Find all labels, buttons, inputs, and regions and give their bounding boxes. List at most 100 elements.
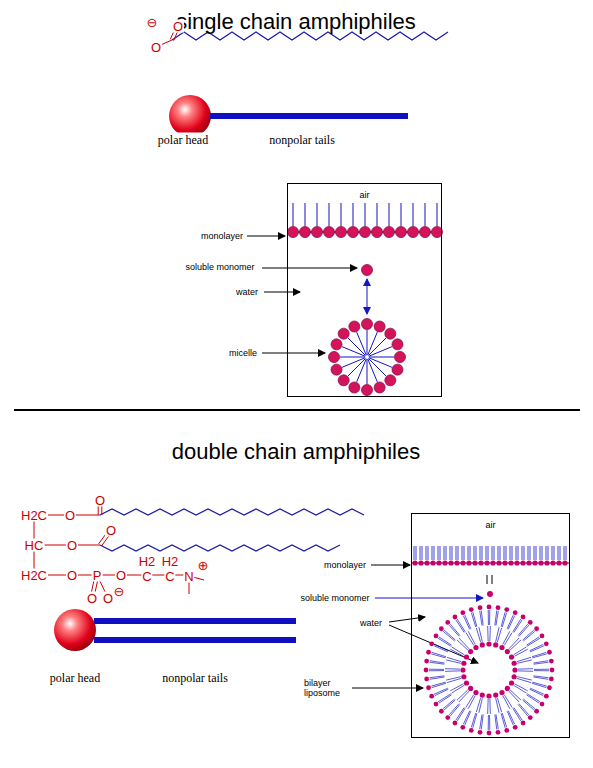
head-circle <box>426 650 431 655</box>
head-circle <box>349 382 360 393</box>
hydrocarbon-chain <box>100 545 340 551</box>
tail-line <box>426 546 427 560</box>
head-circle <box>424 677 429 682</box>
head-circle <box>469 728 474 733</box>
head-circle <box>538 560 543 565</box>
tail-line <box>487 699 488 714</box>
tail-line <box>518 624 528 635</box>
tail-line <box>444 700 455 710</box>
head-circle <box>496 560 501 565</box>
atom-symbol: O <box>66 569 78 582</box>
tail-line <box>527 638 540 646</box>
tail-line <box>509 691 519 702</box>
head-circle <box>445 620 450 625</box>
tail-line <box>514 620 522 633</box>
tail-line <box>552 546 553 560</box>
tail-line <box>508 616 514 630</box>
tail-line <box>492 546 493 560</box>
nonpolar-tail-bar <box>94 618 296 624</box>
leader-arrow <box>375 598 483 599</box>
head-circle <box>362 385 373 396</box>
tail-line <box>510 546 511 560</box>
tail-line <box>447 678 461 682</box>
leader-arrow <box>352 688 423 689</box>
heading: double chain amphiphiles <box>172 439 420 465</box>
tail-line <box>439 637 452 645</box>
tail-line <box>515 649 528 656</box>
head-circle <box>412 560 417 565</box>
tail-line <box>452 546 453 560</box>
tail-line <box>530 689 544 695</box>
tail-line <box>533 677 548 679</box>
part-label: polar head <box>156 133 210 148</box>
tail-line <box>513 708 521 721</box>
tail-line <box>523 699 534 709</box>
head-circle <box>385 375 396 386</box>
tail-line <box>554 546 555 560</box>
tail-line <box>517 678 531 682</box>
head-circle <box>547 650 552 655</box>
tail-line <box>496 627 499 642</box>
tail-line <box>566 546 567 560</box>
head-circle <box>550 668 555 673</box>
tail-line <box>425 203 426 226</box>
tail-line <box>482 546 483 560</box>
equilibrium-arrow <box>367 279 368 314</box>
head-circle <box>464 680 469 685</box>
head-circle <box>496 605 501 610</box>
tail-line <box>456 546 457 560</box>
tail-line <box>452 647 465 655</box>
tail-line <box>377 203 378 226</box>
tail-line <box>293 203 294 226</box>
atom-symbol: O <box>94 494 106 507</box>
head-circle <box>329 352 340 363</box>
head-circle <box>544 641 549 646</box>
head-circle <box>521 721 526 726</box>
charge-sign: ⊕ <box>197 559 210 572</box>
soluble-monomer <box>362 265 373 276</box>
tail-line <box>445 670 460 671</box>
head-circle <box>521 615 526 620</box>
tail-line <box>523 700 534 710</box>
head-circle <box>509 654 514 659</box>
head-circle <box>349 321 360 332</box>
atom-symbol: N <box>183 570 194 583</box>
tail-line <box>305 203 306 226</box>
tail-line <box>457 619 465 632</box>
head-circle <box>430 560 435 565</box>
head-circle <box>487 605 492 610</box>
tail-line <box>473 612 477 626</box>
leader-arrow <box>262 268 357 269</box>
tail-line <box>443 631 454 641</box>
tail-line <box>514 685 527 693</box>
tail-line <box>517 677 532 680</box>
tail-line <box>504 546 505 560</box>
head-circle <box>478 730 483 735</box>
tail-line <box>489 699 490 714</box>
leader-arrow <box>247 236 285 237</box>
tail-line <box>508 711 514 725</box>
medium-label: air <box>412 520 569 530</box>
panel-box: air <box>411 513 570 738</box>
tail-line <box>532 683 546 687</box>
head-circle <box>544 694 549 699</box>
tail-line <box>479 627 482 642</box>
atom-symbol: HC <box>24 539 45 552</box>
head-circle <box>549 677 554 682</box>
tail-line <box>495 715 497 730</box>
head-circle <box>374 321 385 332</box>
tail-line <box>357 332 367 355</box>
tail-line <box>514 708 522 721</box>
head-circle <box>424 659 429 664</box>
head-circle <box>385 328 396 339</box>
tail-line <box>369 357 394 358</box>
tail-line <box>534 669 549 670</box>
tail-line <box>439 695 452 703</box>
head-circle <box>549 659 554 664</box>
atom-symbol: H2 <box>138 555 157 568</box>
head-circle <box>453 721 458 726</box>
callout-label: bilayer liposome <box>302 678 350 698</box>
tail-line <box>507 615 513 629</box>
tail-line <box>486 546 487 560</box>
